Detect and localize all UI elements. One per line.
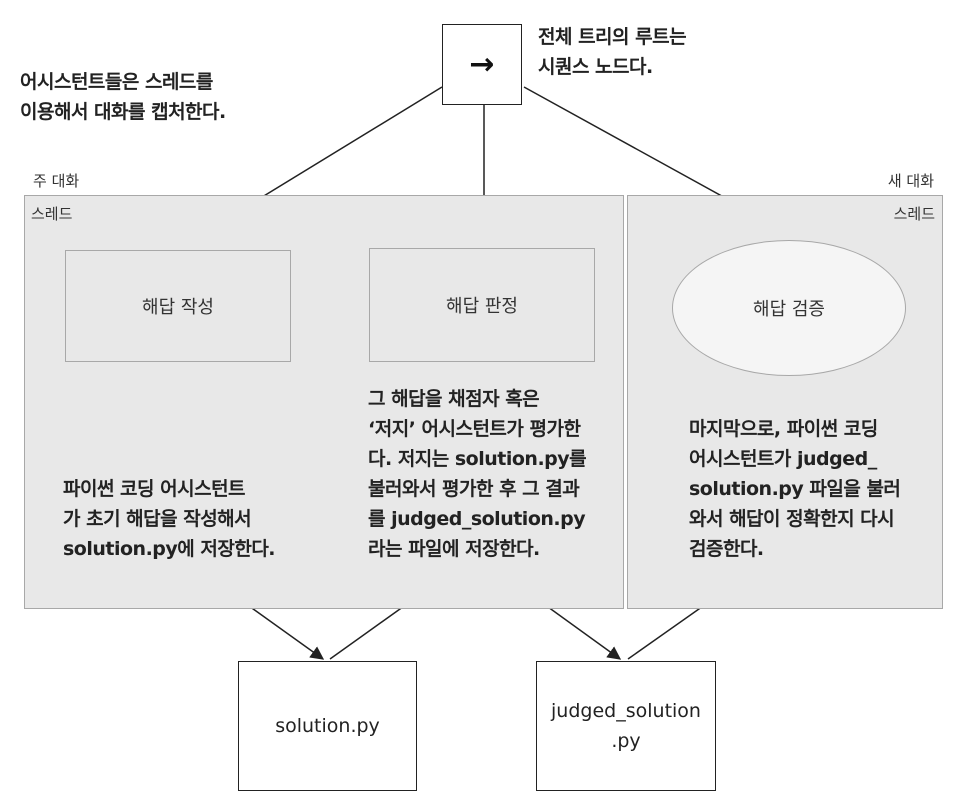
verify-description-line: solution.py 파일을 불러	[689, 478, 901, 500]
write-solution-task: 해답 작성	[65, 250, 291, 362]
solution-file: solution.py	[238, 661, 417, 791]
new-conversation-title: 새 대화	[887, 172, 934, 190]
judge-description-line: 불러와서 평가한 후 그 결과	[368, 478, 580, 500]
judged-file-label-line: judged_solution	[551, 700, 701, 722]
judge-description: 그 해답을 채점자 혹은 ‘저지’ 어시스턴트가 평가한 다. 저지는 solu…	[368, 384, 587, 564]
root-note-line: 전체 트리의 루트는	[538, 26, 687, 48]
write-description-line: 파이썬 코딩 어시스턴트	[63, 478, 246, 500]
new-thread-label: 스레드	[893, 205, 935, 223]
judge-description-line: ‘저지’ 어시스턴트가 평가한	[368, 418, 581, 440]
sequence-arrow-icon: →	[469, 47, 495, 82]
main-conversation-title: 주 대화	[33, 172, 80, 190]
judged-solution-file: judged_solution .py	[536, 661, 716, 791]
judge-description-line: 라는 파일에 저장한다.	[368, 538, 540, 560]
main-thread-label: 스레드	[31, 205, 73, 223]
verify-description-line: 마지막으로, 파이썬 코딩	[689, 418, 878, 440]
solution-file-label: solution.py	[275, 715, 380, 737]
judge-description-line: 를 judged_solution.py	[368, 508, 586, 530]
thread-note: 어시스턴트들은 스레드를 이용해서 대화를 캡처한다.	[20, 67, 226, 127]
judged-file-label-line: .py	[611, 730, 641, 752]
verify-description-line: 어시스턴트가 judged_	[689, 448, 877, 470]
judge-description-line: 그 해답을 채점자 혹은	[368, 388, 540, 410]
verify-solution-label: 해답 검증	[753, 299, 825, 320]
verify-description-line: 검증한다.	[689, 538, 764, 560]
write-description-line: 가 초기 해답을 작성해서	[63, 508, 252, 530]
root-note: 전체 트리의 루트는 시퀀스 노드다.	[538, 22, 687, 82]
root-note-line: 시퀀스 노드다.	[538, 56, 653, 78]
root-sequence-node: →	[442, 24, 522, 105]
judge-description-line: 다. 저지는 solution.py를	[368, 448, 587, 470]
verify-description: 마지막으로, 파이썬 코딩 어시스턴트가 judged_ solution.py…	[689, 414, 901, 564]
write-description: 파이썬 코딩 어시스턴트 가 초기 해답을 작성해서 solution.py에 …	[63, 474, 276, 564]
thread-note-line: 어시스턴트들은 스레드를	[20, 71, 213, 93]
thread-note-line: 이용해서 대화를 캡처한다.	[20, 101, 226, 123]
write-description-line: solution.py에 저장한다.	[63, 538, 276, 560]
judge-solution-label: 해답 판정	[446, 296, 518, 317]
verify-solution-task: 해답 검증	[672, 240, 906, 376]
write-solution-label: 해답 작성	[142, 297, 214, 318]
judge-solution-task: 해답 판정	[369, 248, 595, 362]
verify-description-line: 와서 해답이 정확한지 다시	[689, 508, 895, 530]
